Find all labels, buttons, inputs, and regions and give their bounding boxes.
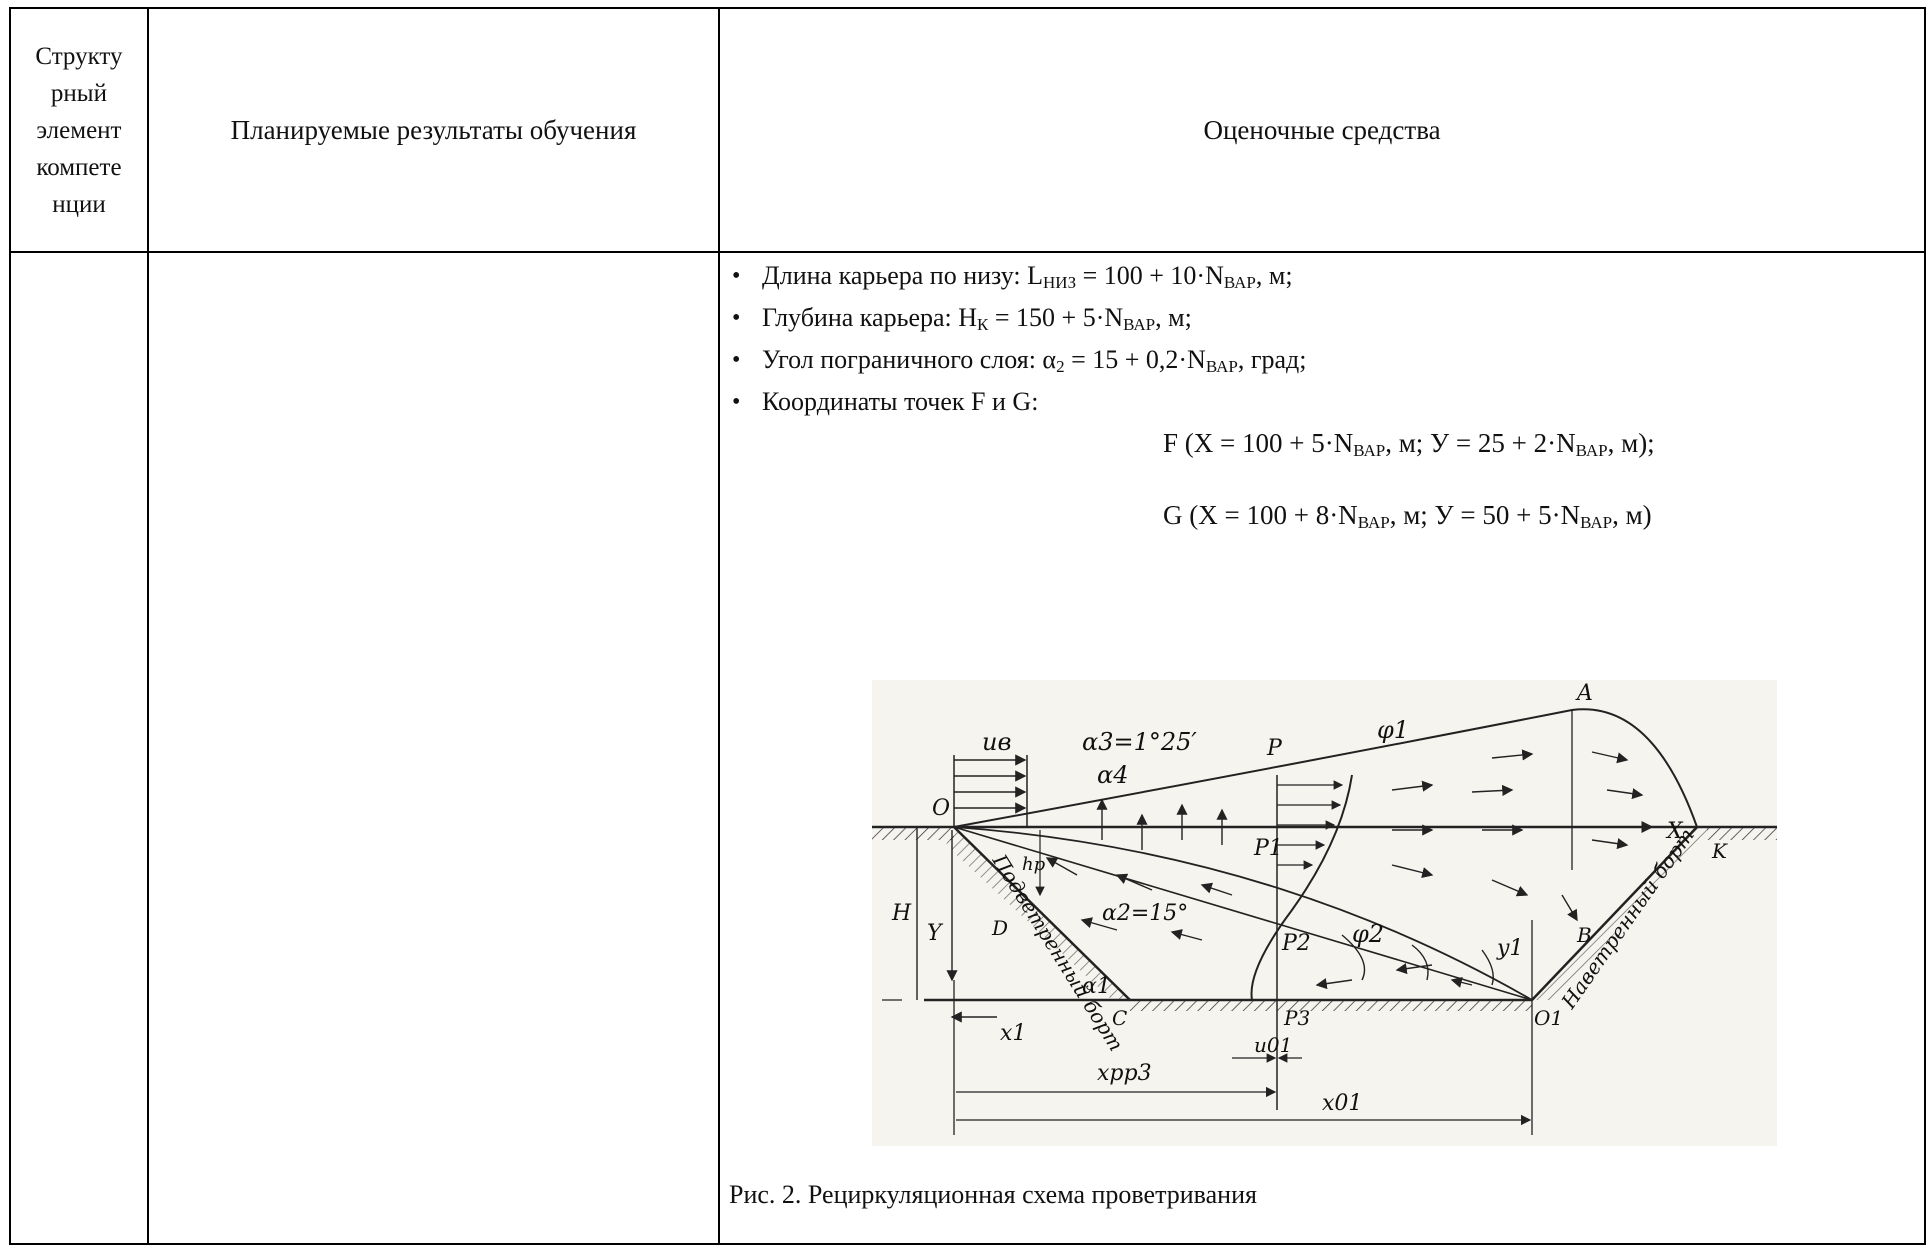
cell-planned-results xyxy=(146,251,721,1245)
parameter-list: Длина карьера по низу: LНИЗ = 100 + 10·N… xyxy=(732,255,1307,423)
figure-caption: Рис. 2. Рециркуляционная схема проветрив… xyxy=(729,1180,1257,1209)
label-u01: u01 xyxy=(1254,1033,1292,1057)
label-p2: P2 xyxy=(1281,931,1311,956)
leeward-slope xyxy=(953,826,1131,1001)
alpha2-line xyxy=(953,826,1533,1001)
label-alpha2: α2=15° xyxy=(1102,901,1188,926)
label-alpha1: α1 xyxy=(1082,974,1111,999)
label-windward-side: Наветренный борт xyxy=(1556,824,1699,1014)
label-y: Y xyxy=(927,921,944,946)
label-o: O xyxy=(932,796,950,821)
phi1-boundary xyxy=(953,708,1698,828)
header-assessment-tools: Оценочные средства xyxy=(718,7,1926,253)
label-p3: P3 xyxy=(1283,1006,1310,1030)
label-k: K xyxy=(1711,839,1728,863)
label-alpha3: α3=1°25′ xyxy=(1082,728,1197,756)
header-planned-results: Планируемые результаты обучения xyxy=(146,7,721,253)
label-alpha4: α4 xyxy=(1097,761,1128,789)
coord-f: F (X = 100 + 5·NВАР, м; У = 25 + 2·NВАР,… xyxy=(1163,428,1655,460)
list-item-pit-depth: Глубина карьера: HК = 150 + 5·NВАР, м; xyxy=(732,297,1306,339)
label-xpp3: xpp3 xyxy=(1097,1061,1152,1086)
windward-slope xyxy=(1531,826,1698,1001)
ventilation-diagram: A O uв α3=1°25′ α4 P φ1 X K P1 α2=15° hр… xyxy=(872,680,1777,1146)
coord-g: G (X = 100 + 8·NВАР, м; У = 50 + 5·NВАР,… xyxy=(1163,500,1652,532)
label-x01: x01 xyxy=(1322,1091,1362,1116)
label-y1: y1 xyxy=(1496,936,1523,961)
label-x: X xyxy=(1665,819,1684,844)
label-p1: P1 xyxy=(1253,836,1283,861)
label-a: A xyxy=(1575,681,1593,706)
list-item-points-fg: Координаты точек F и G: xyxy=(732,381,1306,423)
label-uv: uв xyxy=(982,728,1011,756)
label-x1: x1 xyxy=(1000,1021,1026,1046)
label-b: B xyxy=(1576,923,1592,947)
label-h: H xyxy=(891,901,912,926)
list-item-pit-length: Длина карьера по низу: LНИЗ = 100 + 10·N… xyxy=(732,255,1306,297)
label-phi1: φ1 xyxy=(1377,716,1409,744)
label-phi2: φ2 xyxy=(1352,920,1384,948)
label-p: P xyxy=(1266,736,1283,761)
label-hp: hр xyxy=(1022,854,1046,875)
header-structural-element: Структу рный элемент компете нции xyxy=(9,7,149,253)
label-c: C xyxy=(1112,1006,1127,1030)
label-o1: O1 xyxy=(1534,1006,1563,1030)
list-item-boundary-angle: Угол пограничного слоя: α2 = 15 + 0,2·NВ… xyxy=(732,339,1307,381)
cell-structural-element xyxy=(9,251,149,1245)
label-d: D xyxy=(991,916,1008,940)
phi2-curve xyxy=(953,826,1533,1001)
table-header-row: Структу рный элемент компете нции Планир… xyxy=(9,7,1926,253)
